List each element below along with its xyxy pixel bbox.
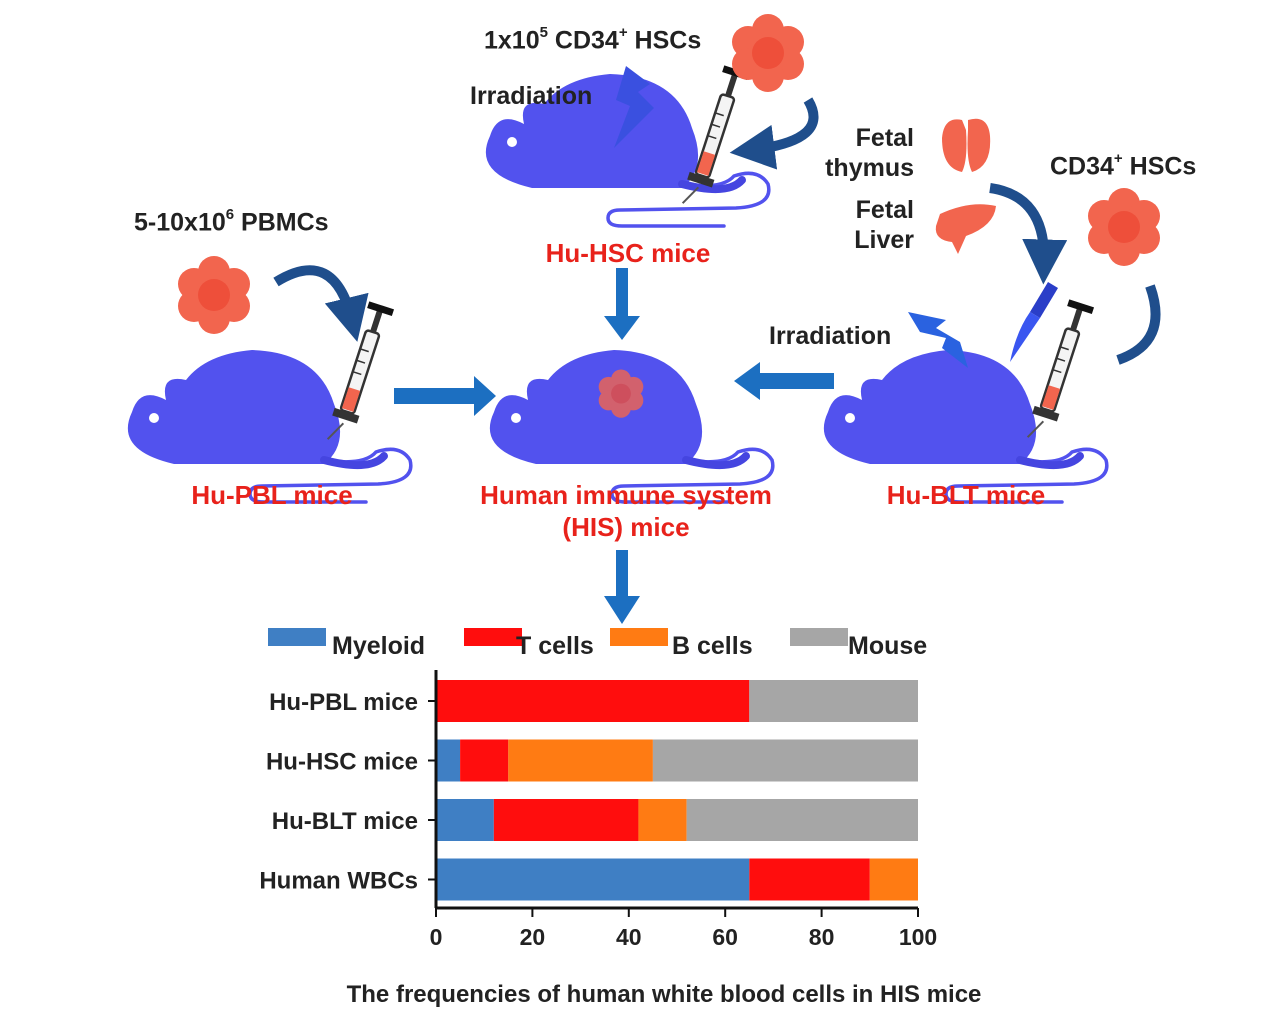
- hu-pbl-mice-label: Hu-PBL mice: [191, 480, 353, 510]
- irradiation-right-label: Irradiation: [769, 322, 892, 350]
- bar-segment-1-3: [652, 739, 918, 782]
- right-irradiation-bolt-icon: [908, 312, 968, 368]
- bar-segment-0-3: [749, 680, 918, 722]
- pbl-to-his-arrow: [394, 376, 496, 416]
- his-mice-label-line2: (HIS) mice: [562, 512, 690, 542]
- chart-title: The frequencies of human white blood cel…: [347, 981, 982, 1008]
- hsc-cells-icon: [732, 14, 804, 92]
- fetal-thymus-label-line2: thymus: [825, 154, 914, 182]
- top-irradiation-bolt-icon: [614, 66, 654, 148]
- fetal-liver-label-line1: Fetal: [855, 196, 914, 224]
- x-tick-label-5: 100: [899, 924, 937, 950]
- x-tick-label-2: 40: [616, 924, 642, 950]
- scalpel-icon: [1010, 282, 1058, 362]
- legend-label-1: T cells: [516, 632, 594, 660]
- bar-segment-2-1: [493, 799, 639, 841]
- legend-label-3: Mouse: [848, 632, 927, 660]
- legend-swatch-0: [268, 628, 326, 646]
- x-tick-label-3: 60: [712, 924, 738, 950]
- x-tick-label-0: 0: [430, 924, 443, 950]
- fetal-thymus-icon: [942, 118, 991, 172]
- bar-segment-1-1: [460, 739, 509, 782]
- bar-segment-3-1: [749, 858, 870, 901]
- legend-swatch-2: [610, 628, 668, 646]
- hu-blt-mice-label: Hu-BLT mice: [886, 480, 1046, 510]
- his-to-chart-arrow: [604, 550, 640, 624]
- hsc-to-his-arrow: [604, 268, 640, 340]
- legend-swatch-1: [464, 628, 522, 646]
- fetal-liver-label-line2: Liver: [854, 226, 914, 254]
- hsc-dose-label: 1x105 CD34+ HSCs: [484, 24, 702, 55]
- bar-segment-2-0: [436, 799, 494, 841]
- category-label-3: Human WBCs: [259, 868, 418, 895]
- blt-hsc-curved-arrow: [1116, 284, 1161, 365]
- fetal-tissue-curved-arrow: [989, 183, 1068, 285]
- x-tick-label-4: 80: [809, 924, 835, 950]
- category-label-1: Hu-HSC mice: [266, 749, 418, 776]
- pbmc-cells-icon: [178, 256, 250, 334]
- legend-swatch-3: [790, 628, 848, 646]
- category-label-2: Hu-BLT mice: [272, 808, 418, 835]
- pbmc-curved-arrow: [273, 265, 369, 342]
- category-label-0: Hu-PBL mice: [269, 689, 418, 716]
- fetal-liver-icon: [935, 204, 996, 254]
- legend-label-0: Myeloid: [332, 632, 425, 660]
- fetal-thymus-label-line1: Fetal: [855, 124, 914, 152]
- bar-segment-3-0: [436, 858, 750, 901]
- blt-to-his-arrow: [734, 362, 834, 400]
- bar-segment-1-2: [508, 739, 653, 782]
- bar-segment-2-3: [686, 799, 918, 841]
- blt-hsc-cells-icon: [1088, 188, 1160, 266]
- his-mice-label-line1: Human immune system: [480, 480, 772, 510]
- bar-segment-0-1: [436, 680, 750, 722]
- bar-segment-1-0: [436, 739, 461, 782]
- hu-hsc-mice-label: Hu-HSC mice: [545, 238, 711, 268]
- bar-segment-3-2: [869, 858, 918, 901]
- hsc-curved-arrow: [729, 97, 819, 170]
- bar-segment-2-2: [638, 799, 687, 841]
- pbmc-dose-label: 5-10x106 PBMCs: [134, 206, 329, 237]
- blt-hsc-label: CD34+ HSCs: [1050, 150, 1197, 181]
- x-tick-label-1: 20: [520, 924, 546, 950]
- legend-label-2: B cells: [672, 632, 753, 660]
- irradiation-top-label: Irradiation: [470, 82, 593, 110]
